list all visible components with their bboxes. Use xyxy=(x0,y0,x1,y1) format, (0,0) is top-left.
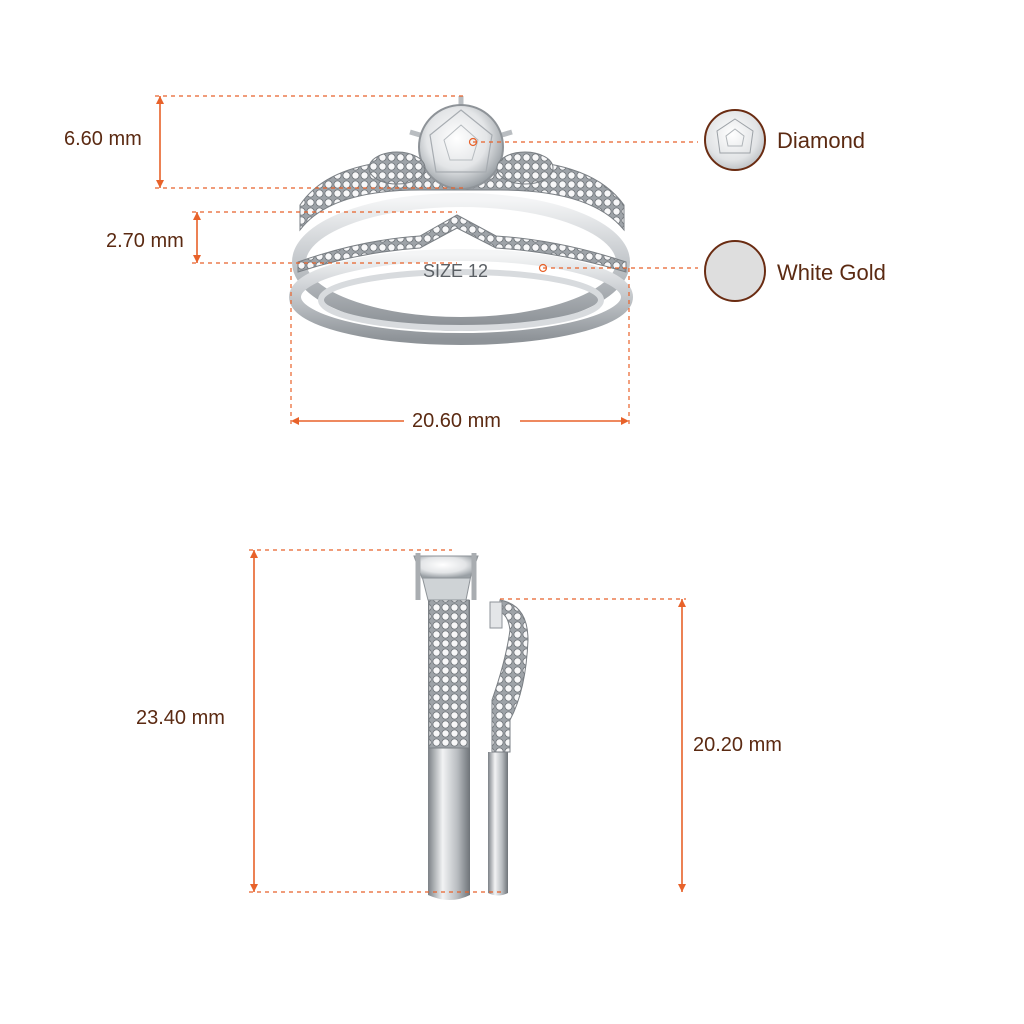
side-dimension-lines xyxy=(249,549,686,893)
legend-label-diamond: Diamond xyxy=(777,128,866,153)
front-ring-illustration xyxy=(289,96,633,345)
dimension-label-width: 20.60 mm xyxy=(412,410,501,432)
side-wedding-band-illustration xyxy=(488,599,529,896)
dimension-label-engagement-ring-height: 23.40 mm xyxy=(136,707,225,729)
front-dimension-lines xyxy=(155,95,698,425)
legend-label-white-gold: White Gold xyxy=(777,260,886,285)
dimension-label-head-height: 6.60 mm xyxy=(64,128,142,150)
side-dimension-markers xyxy=(250,550,686,892)
front-dimension-markers xyxy=(156,96,629,425)
side-engagement-ring-illustration xyxy=(413,553,479,900)
diamond-swatch-icon xyxy=(704,109,766,171)
white-gold-swatch-icon xyxy=(704,240,766,302)
dimension-label-wedding-band-height: 20.20 mm xyxy=(693,734,782,756)
size-engraving: SIZE 12 xyxy=(423,261,489,281)
dimension-label-band-height: 2.70 mm xyxy=(106,230,184,252)
